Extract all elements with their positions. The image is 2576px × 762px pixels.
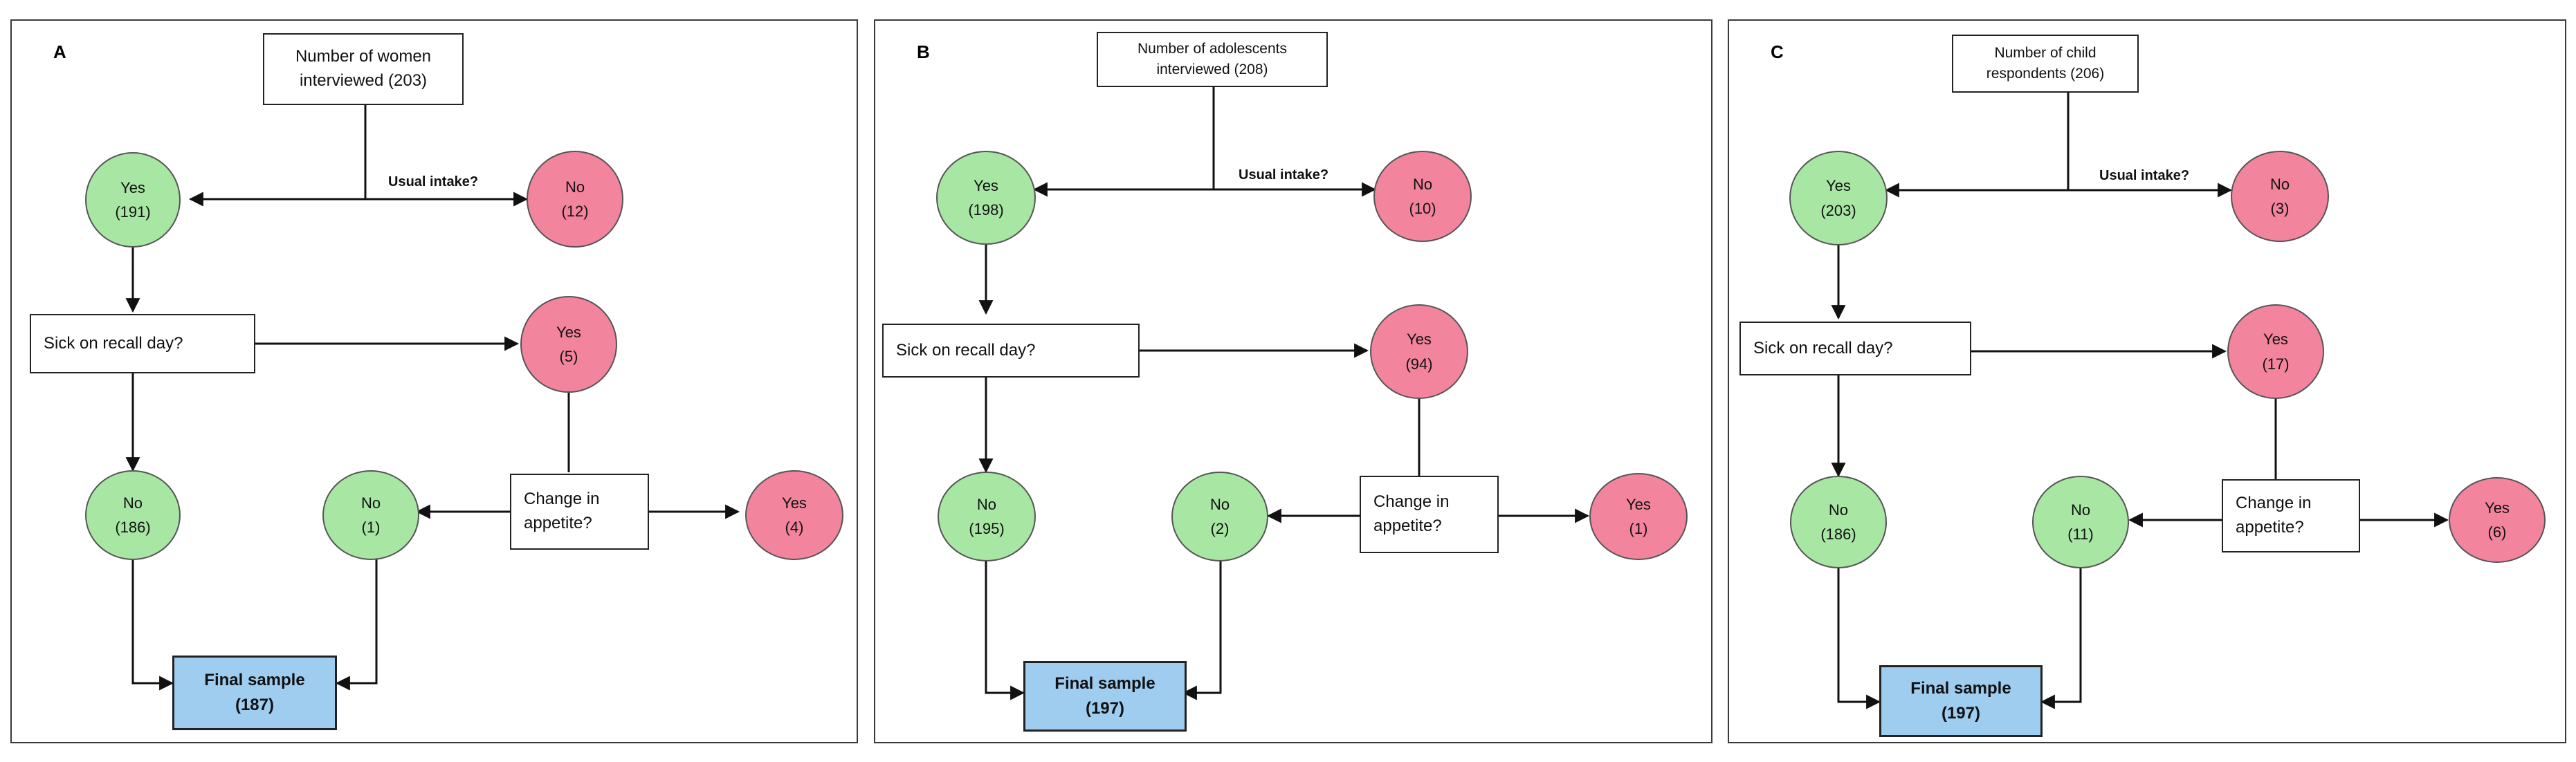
usual-intake-yes-node: Yes (191) <box>85 152 181 248</box>
panel-letter: C <box>1771 41 1784 62</box>
appetite-no-node: No (11) <box>2032 476 2129 568</box>
change-in-appetite-box: Change in appetite? <box>1360 476 1499 553</box>
total-interviewed-box: Number of women interviewed (203) <box>263 33 464 105</box>
panel-b: B Number of adolescents interviewed (208… <box>874 19 1712 743</box>
panel-letter: B <box>917 41 930 62</box>
sick-no-node: No (195) <box>938 472 1036 561</box>
total-interviewed-box: Number of child respondents (206) <box>1952 35 2139 93</box>
usual-intake-no-node: No (10) <box>1373 151 1472 242</box>
sick-on-recall-day-box: Sick on recall day? <box>1739 322 1971 375</box>
sick-on-recall-day-box: Sick on recall day? <box>882 324 1140 378</box>
usual-intake-yes-node: Yes (203) <box>1789 151 1888 245</box>
panel-a: A Number of women interviewed (203) Usua… <box>10 19 858 743</box>
appetite-yes-node: Yes (6) <box>2449 477 2546 563</box>
sick-yes-node: Yes (17) <box>2227 304 2324 399</box>
sick-no-node: No (186) <box>85 470 181 560</box>
panel-c: C Number of child respondents (206) Usua… <box>1728 19 2566 743</box>
usual-intake-label: Usual intake? <box>388 174 479 189</box>
final-sample-box: Final sample (187) <box>172 656 337 730</box>
sick-yes-node: Yes (5) <box>520 296 617 393</box>
sick-no-node: No (186) <box>1790 476 1887 568</box>
change-in-appetite-box: Change in appetite? <box>510 474 649 550</box>
sick-yes-node: Yes (94) <box>1370 304 1468 399</box>
sick-on-recall-day-box: Sick on recall day? <box>30 314 255 373</box>
panel-letter: A <box>53 41 66 62</box>
appetite-no-node: No (1) <box>322 470 419 560</box>
usual-intake-yes-node: Yes (198) <box>936 151 1036 245</box>
connectors <box>978 87 1590 700</box>
connectors <box>1831 91 2449 709</box>
appetite-yes-node: Yes (1) <box>1589 473 1688 560</box>
usual-intake-no-node: No (3) <box>2231 151 2329 242</box>
total-interviewed-box: Number of adolescents interviewed (208) <box>1097 32 1328 87</box>
usual-intake-no-node: No (12) <box>527 151 623 248</box>
final-sample-box: Final sample (197) <box>1023 661 1187 732</box>
usual-intake-label: Usual intake? <box>2099 168 2190 183</box>
change-in-appetite-box: Change in appetite? <box>2222 479 2360 552</box>
final-sample-box: Final sample (197) <box>1879 665 2043 737</box>
appetite-yes-node: Yes (4) <box>745 470 843 560</box>
usual-intake-label: Usual intake? <box>1239 167 1329 183</box>
connectors <box>125 104 740 691</box>
appetite-no-node: No (2) <box>1171 472 1268 561</box>
